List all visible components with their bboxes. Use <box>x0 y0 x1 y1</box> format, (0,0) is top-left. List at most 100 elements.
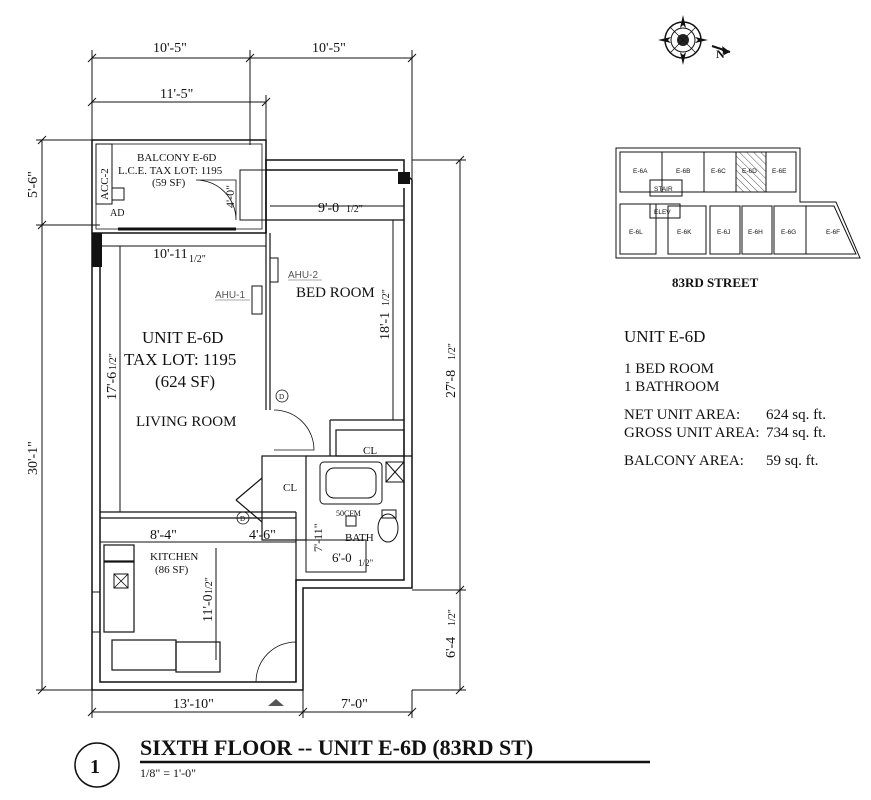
key-unit-j: E-6J <box>717 229 730 236</box>
drawing-scale: 1/8" = 1'-0" <box>140 766 196 780</box>
dim-right-total-frac: 1/2" <box>447 343 458 360</box>
dim-bedroom-width: 9'-0 <box>318 201 339 216</box>
dim-left-total: 30'-1" <box>26 441 41 475</box>
area-drain-icon <box>111 187 125 201</box>
dim-right-total: 27'-8 <box>444 370 459 398</box>
section-marker-icon <box>268 699 284 706</box>
drawing-title: SIXTH FLOOR -- UNIT E-6D (83RD ST) <box>140 735 533 760</box>
info-bedrooms: 1 BED ROOM <box>624 361 715 377</box>
unit-tax-lot: TAX LOT: 1195 <box>124 350 236 369</box>
info-gross-label: GROSS UNIT AREA: <box>624 425 760 441</box>
dim-bottom-right: 7'-0" <box>341 697 368 712</box>
key-unit-e: E-6E <box>772 168 787 175</box>
ahu1-unit <box>251 285 263 315</box>
hall-walls <box>235 429 412 541</box>
dim-balcony-depth: 4'-0" <box>223 185 237 208</box>
top-dimensions <box>87 50 417 180</box>
dim-top-right: 10'-5" <box>312 41 346 56</box>
dim-kitchen-width: 8'-4" <box>150 528 177 543</box>
bottom-dimensions <box>87 690 417 718</box>
dim-bath-width: 6'-0 <box>332 550 352 565</box>
balcony-name: BALCONY E-6D <box>137 152 216 164</box>
closet1-label: CL <box>283 482 297 494</box>
dim-hall-width: 4'-6" <box>249 528 276 543</box>
dim-bedroom-height-frac: 1/2" <box>381 289 392 306</box>
balcony-sf: (59 SF) <box>152 177 186 189</box>
d1-label: D <box>279 393 284 401</box>
dim-right-lower-frac: 1/2" <box>447 609 458 626</box>
ahu1-label: AHU-1 <box>215 290 245 301</box>
dim-right-lower: 6'-4 <box>444 637 459 658</box>
key-unit-b: E-6B <box>676 168 690 175</box>
info-title: UNIT E-6D <box>624 327 706 346</box>
key-unit-a: E-6A <box>633 168 648 175</box>
ahu2-label: AHU-2 <box>288 270 318 281</box>
unit-sf: (624 SF) <box>155 372 215 391</box>
bath-label: BATH <box>345 532 374 544</box>
drawing-number: 1 <box>90 756 100 778</box>
dim-kitchen-height: 11'-0 <box>201 594 216 622</box>
balcony-door-swing <box>195 179 237 221</box>
info-net-label: NET UNIT AREA: <box>624 407 741 423</box>
cfm-label: 50CFM <box>336 509 361 518</box>
right-dimensions <box>412 155 466 695</box>
info-balcony-row: BALCONY AREA: 59 sq. ft. <box>624 452 864 470</box>
key-plan <box>615 147 861 259</box>
key-unit-g: E-6G <box>781 229 796 236</box>
dim-bath-height: 7'-11" <box>311 523 325 552</box>
dim-living-width-frac: 1/2" <box>189 254 206 265</box>
key-elev: ELEV <box>654 209 671 216</box>
info-gross-row: GROSS UNIT AREA: 734 sq. ft. <box>624 424 864 442</box>
key-street: 83RD STREET <box>672 275 759 290</box>
detector-icon <box>275 389 289 403</box>
living-label: LIVING ROOM <box>136 414 236 430</box>
bedroom-label: BED ROOM <box>296 285 375 301</box>
info-net-value: 624 sq. ft. <box>766 407 826 423</box>
bath-fixtures <box>305 461 399 573</box>
shaft-box <box>385 461 405 483</box>
dim-living-height: 17'-6 <box>105 372 120 400</box>
kitchen-label: KITCHEN <box>150 551 198 563</box>
dim-living-width: 10'-11 <box>153 247 188 262</box>
north-arrow-icon: N <box>658 15 731 65</box>
north-label: N <box>716 47 725 61</box>
dim-bottom-left: 13'-10" <box>173 697 214 712</box>
key-unit-d: E-6D <box>742 168 757 175</box>
unit-name: UNIT E-6D <box>142 328 223 347</box>
info-net-row: NET UNIT AREA: 624 sq. ft. <box>624 406 864 424</box>
range-icon <box>113 573 129 589</box>
dim-bath-width-frac: 1/2" <box>358 558 374 568</box>
key-stair: STAIR <box>654 186 673 193</box>
acc-label: ACC-2 <box>99 168 111 200</box>
dim-kitchen-height-frac: 1/2" <box>204 577 215 594</box>
info-balcony-value: 59 sq. ft. <box>766 453 819 469</box>
wall-hatching <box>91 172 410 633</box>
dim-bedroom-height: 18'-1 <box>378 312 393 340</box>
info-bathrooms: 1 BATHROOM <box>624 379 720 395</box>
dim-living-height-frac: 1/2" <box>108 353 119 370</box>
exhaust-fan-icon <box>345 515 357 527</box>
balcony-lot: L.C.E. TAX LOT: 1195 <box>118 165 223 177</box>
ahu2-unit <box>269 257 279 283</box>
closet2-label: CL <box>363 445 377 457</box>
d2-label: D <box>240 515 245 523</box>
kitchen-sf: (86 SF) <box>155 564 189 576</box>
dim-top-left: 10'-5" <box>153 41 187 56</box>
drawing-number-circle <box>74 742 120 788</box>
bedroom-walls <box>265 219 404 456</box>
entry-door-swing <box>255 641 297 683</box>
ad-label: AD <box>110 208 124 219</box>
key-unit-f: E-6F <box>826 229 840 236</box>
left-dimensions <box>36 135 100 695</box>
bedroom-door-swing <box>273 409 315 451</box>
key-unit-c: E-6C <box>711 168 726 175</box>
dim-balcony-width: 11'-5" <box>160 87 193 102</box>
key-unit-l: E-6L <box>629 229 643 236</box>
unit-info-panel: UNIT E-6D 1 BED ROOM 1 BATHROOM NET UNIT… <box>624 328 864 470</box>
key-unit-h: E-6H <box>748 229 763 236</box>
key-unit-k: E-6K <box>677 229 692 236</box>
info-gross-value: 734 sq. ft. <box>766 425 826 441</box>
info-balcony-label: BALCONY AREA: <box>624 453 744 469</box>
dim-left-upper: 5'-6" <box>26 171 41 198</box>
